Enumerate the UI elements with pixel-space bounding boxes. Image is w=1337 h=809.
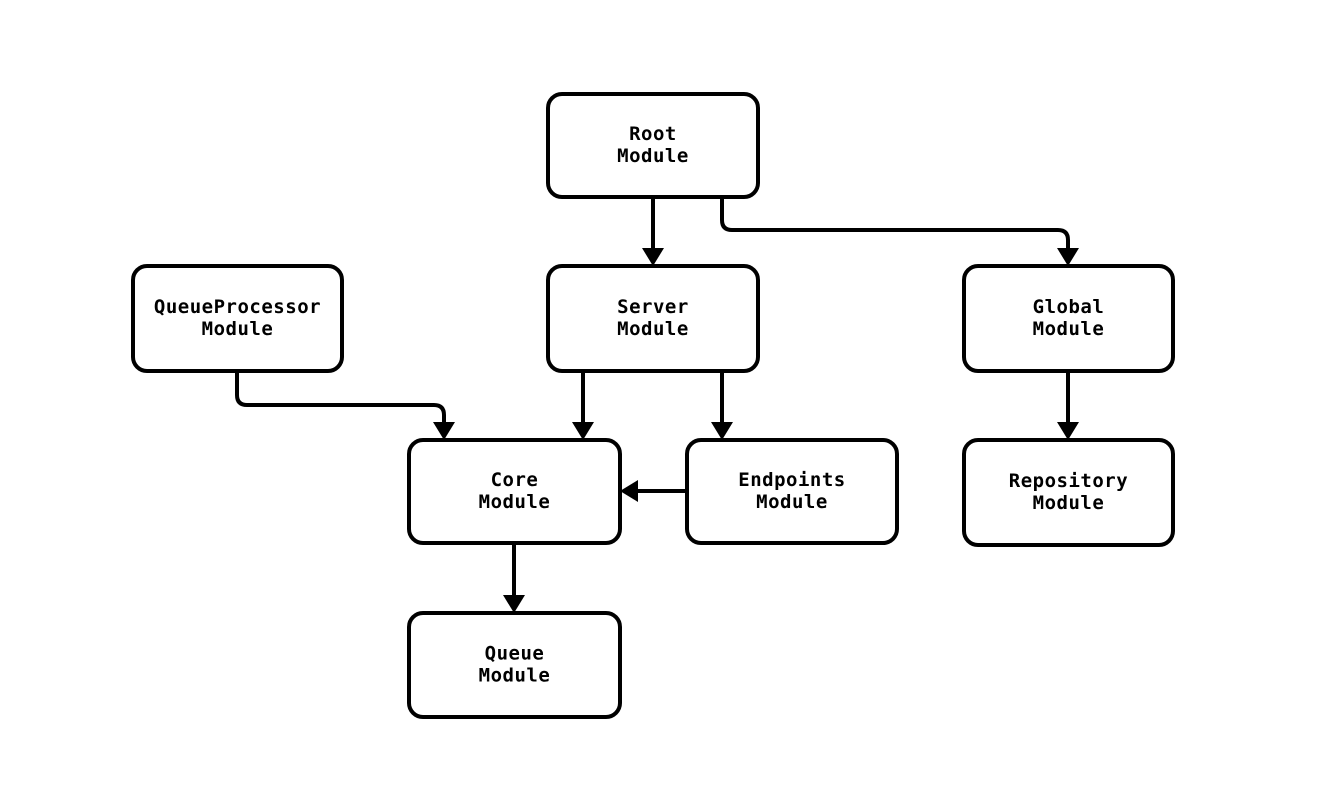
node-box-queueprocessor[interactable]	[131, 264, 344, 373]
node-label-queue-line1: Queue	[485, 643, 545, 665]
edge-queueprocessor-to-core	[235, 371, 455, 440]
edge-endpoints-to-core	[620, 480, 687, 502]
node-box-global[interactable]	[962, 264, 1175, 373]
node-box-queue[interactable]	[407, 611, 622, 719]
edge-server-to-core	[572, 371, 594, 440]
node-label-core-line2: Module	[479, 491, 551, 513]
arrowhead-queueprocessor-to-core	[433, 422, 455, 440]
arrowhead-server-to-core	[572, 422, 594, 440]
nodes-layer: RootModuleQueueProcessorModuleServerModu…	[131, 92, 1175, 719]
arrowhead-core-to-queue	[503, 595, 525, 613]
node-box-core[interactable]	[407, 438, 622, 545]
arrowhead-endpoints-to-core	[620, 480, 638, 502]
arrowhead-root-to-server	[642, 248, 664, 266]
node-label-repository-line2: Module	[1033, 492, 1105, 514]
edge-line-root-to-global	[720, 197, 1070, 252]
node-label-root-line1: Root	[629, 123, 677, 145]
node-label-queue-line2: Module	[479, 665, 551, 687]
node-label-endpoints-line1: Endpoints	[738, 469, 845, 491]
node-label-root-line2: Module	[617, 145, 689, 167]
node-box-endpoints[interactable]	[685, 438, 899, 545]
node-label-queueprocessor-line2: Module	[202, 318, 274, 340]
node-label-global-line1: Global	[1033, 296, 1105, 318]
edge-core-to-queue	[503, 543, 525, 613]
node-label-server-line2: Module	[617, 318, 689, 340]
edges-layer	[235, 197, 1079, 613]
arrowhead-root-to-global	[1057, 248, 1079, 266]
node-label-server-line1: Server	[617, 296, 689, 318]
node-label-queueprocessor-line1: QueueProcessor	[154, 296, 321, 318]
edge-root-to-global	[720, 197, 1079, 266]
node-box-repository[interactable]	[962, 438, 1175, 547]
node-label-repository-line1: Repository	[1009, 470, 1128, 492]
edge-server-to-endpoints	[711, 371, 733, 440]
edge-line-queueprocessor-to-core	[235, 371, 446, 426]
node-label-endpoints-line2: Module	[756, 491, 828, 513]
node-box-server[interactable]	[546, 264, 760, 373]
node-label-core-line1: Core	[491, 469, 539, 491]
edge-global-to-repository	[1057, 371, 1079, 440]
arrowhead-server-to-endpoints	[711, 422, 733, 440]
node-box-root[interactable]	[546, 92, 760, 199]
edge-root-to-server	[642, 197, 664, 266]
arrowhead-global-to-repository	[1057, 422, 1079, 440]
node-label-global-line2: Module	[1033, 318, 1105, 340]
